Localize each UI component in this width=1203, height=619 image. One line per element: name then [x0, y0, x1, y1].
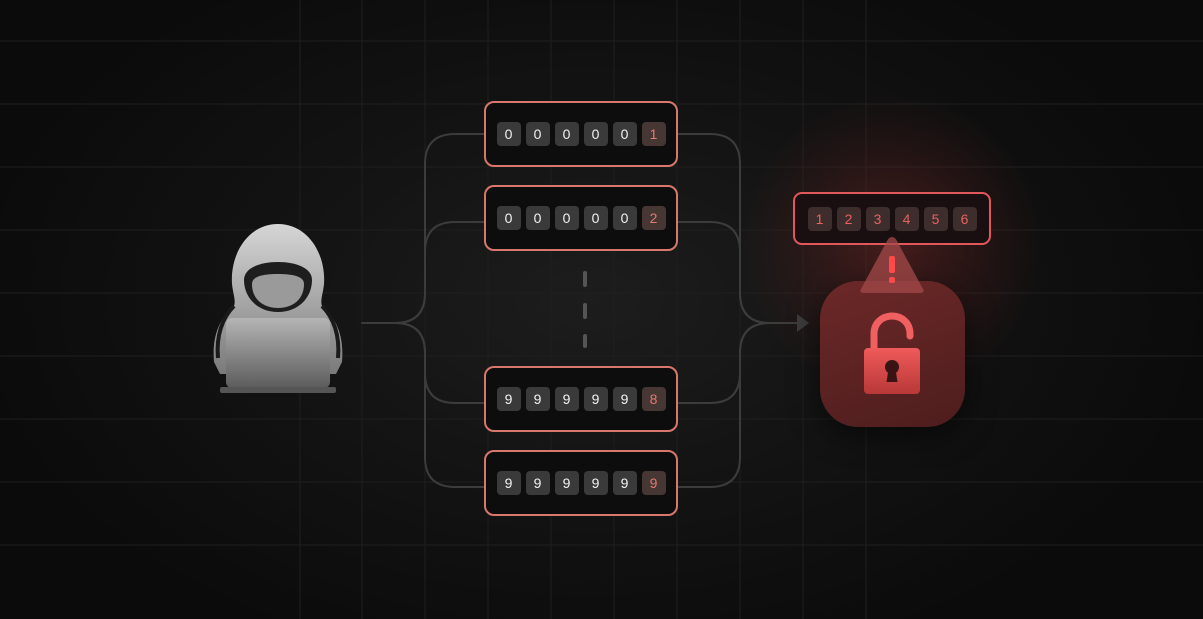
- code-digit-cell: 2: [836, 206, 861, 231]
- digit-cell: 0: [583, 206, 608, 230]
- digit-cell: 0: [583, 122, 608, 146]
- hooded-hacker-icon: [213, 224, 343, 393]
- arrow-head-icon: [797, 314, 809, 332]
- code-digit-cell: 4: [894, 206, 919, 231]
- digit-cell: 0: [496, 206, 521, 230]
- digit-cell: 0: [496, 122, 521, 146]
- digit-cell: 9: [583, 471, 608, 495]
- guess-box-4: 9 9 9 9 9 9: [484, 450, 678, 516]
- guess-box-1: 0 0 0 0 0 1: [484, 101, 678, 167]
- digit-cell: 0: [612, 206, 637, 230]
- digit-cell: 9: [496, 387, 521, 411]
- digit-cell: 9: [496, 471, 521, 495]
- digit-cell: 0: [525, 206, 550, 230]
- digit-cell: 9: [583, 387, 608, 411]
- changing-digit-cell: 1: [641, 122, 666, 146]
- guess-box-2: 0 0 0 0 0 2: [484, 185, 678, 251]
- digit-cell: 9: [554, 387, 579, 411]
- code-digit-cell: 6: [952, 206, 977, 231]
- digit-cell: 9: [612, 471, 637, 495]
- code-digit-cell: 5: [923, 206, 948, 231]
- digit-cell: 0: [554, 122, 579, 146]
- changing-digit-cell: 9: [641, 471, 666, 495]
- changing-digit-cell: 8: [641, 387, 666, 411]
- code-digit-cell: 1: [807, 206, 832, 231]
- warning-triangle-icon: [860, 237, 924, 293]
- digit-cell: 0: [525, 122, 550, 146]
- digit-cell: 9: [554, 471, 579, 495]
- digit-cell: 9: [525, 387, 550, 411]
- code-digit-cell: 3: [865, 206, 890, 231]
- guess-box-3: 9 9 9 9 9 8: [484, 366, 678, 432]
- digit-cell: 9: [525, 471, 550, 495]
- changing-digit-cell: 2: [641, 206, 666, 230]
- digit-cell: 0: [612, 122, 637, 146]
- unlocked-padlock-icon: [864, 312, 920, 394]
- digit-cell: 9: [612, 387, 637, 411]
- digit-cell: 0: [554, 206, 579, 230]
